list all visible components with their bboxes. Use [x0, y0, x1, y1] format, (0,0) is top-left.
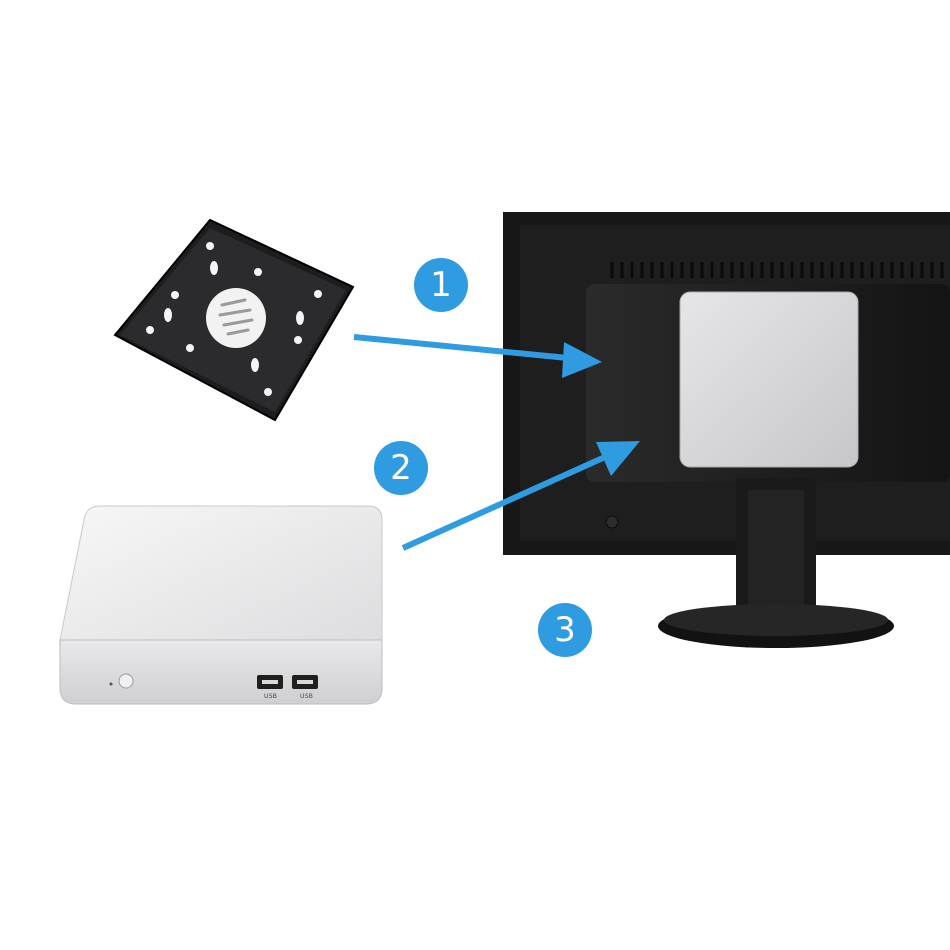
- usb-port-label-1: USB: [264, 693, 278, 700]
- usb-port-label-2: USB: [300, 693, 314, 700]
- step-3-badge: 3: [538, 603, 592, 657]
- step-1-badge: 1: [414, 258, 468, 312]
- step-2-badge: 2: [374, 441, 428, 495]
- power-button: [118, 673, 134, 689]
- arrow-2: [401, 441, 640, 551]
- mini-pc: [59, 505, 383, 705]
- mounted-mini-pc: [679, 291, 859, 468]
- vesa-mount-plate: [113, 218, 355, 422]
- power-led: [109, 682, 113, 686]
- screws-icon: [218, 298, 254, 336]
- arrow-1: [353, 334, 602, 378]
- vent-grille: [610, 262, 944, 278]
